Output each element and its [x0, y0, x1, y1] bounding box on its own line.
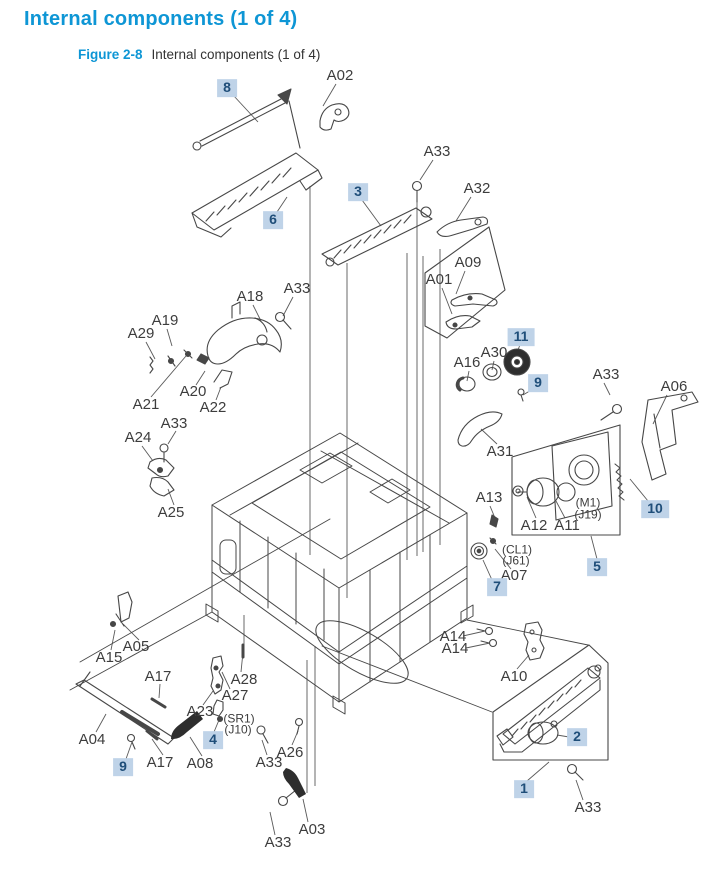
part-label-a33: A33 [283, 280, 311, 298]
chassis [205, 432, 474, 715]
part-label-j10: (J10) [224, 722, 252, 737]
part-label-a33: A33 [255, 754, 283, 772]
part-label-a15: A15 [95, 649, 123, 667]
item-callout-8: 8 [217, 79, 237, 97]
part-label-a13: A13 [475, 489, 503, 507]
item-callout-9: 9 [113, 758, 133, 776]
part-label-a33: A33 [264, 834, 292, 852]
figure-number: Figure 2-8 [78, 47, 143, 62]
part-label-a26: A26 [276, 744, 304, 762]
part-label-a20: A20 [179, 383, 207, 401]
page-title: Internal components (1 of 4) [24, 8, 298, 30]
part-label-a22: A22 [199, 399, 227, 417]
part-a04-strip [75, 671, 203, 745]
detail-box-a [424, 226, 506, 339]
part-a06 [614, 391, 699, 501]
part-label-a18: A18 [236, 288, 264, 306]
part-label-a06: A06 [660, 378, 688, 396]
part-label-a12: A12 [520, 517, 548, 535]
part-label-a31: A31 [486, 443, 514, 461]
part-a02 [319, 103, 350, 131]
part-label-a33: A33 [592, 366, 620, 384]
part-7-clutch [470, 537, 497, 560]
part-label-a33: A33 [574, 799, 602, 817]
item-callout-2: 2 [567, 728, 587, 746]
item-callout-7: 7 [487, 578, 507, 596]
part-8-rod [192, 88, 301, 151]
item-callout-6: 6 [263, 211, 283, 229]
item-callout-1: 1 [514, 780, 534, 798]
line-art [69, 88, 699, 807]
part-label-a16: A16 [453, 354, 481, 372]
part-label-a24: A24 [124, 429, 152, 447]
part-label-a33: A33 [160, 415, 188, 433]
part-label-a14: A14 [439, 628, 467, 646]
part-label-a08: A08 [186, 755, 214, 773]
part-label-a21: A21 [132, 396, 160, 414]
part-label-a32: A32 [463, 180, 491, 198]
part-a32 [436, 216, 489, 238]
part-label-a04: A04 [78, 731, 106, 749]
part-label-a23: A23 [186, 703, 214, 721]
part-a10 [523, 621, 545, 661]
part-label-a17: A17 [144, 668, 172, 686]
part-label-a11: A11 [554, 517, 580, 535]
part-label-j61: (J61) [502, 553, 530, 568]
part-label-m1: (M1) [575, 495, 601, 510]
part-label-a14: A14 [441, 640, 469, 658]
part-label-a10: A10 [500, 668, 528, 686]
item-callout-4: 4 [203, 731, 223, 749]
part-label-a29: A29 [127, 325, 155, 343]
part-a18-arm [149, 301, 282, 389]
part-a03 [283, 768, 306, 798]
detail-box-b-motor [489, 424, 621, 536]
item-callout-11: 11 [507, 328, 535, 346]
part-a05-a15 [109, 591, 133, 628]
part-a24-a25 [147, 457, 175, 497]
part-label-a19: A19 [151, 312, 179, 330]
part-label-a28: A28 [230, 671, 258, 689]
part-label-a30: A30 [480, 344, 508, 362]
item-callout-3: 3 [348, 183, 368, 201]
part-label-a33: A33 [423, 143, 451, 161]
part-6-tray [191, 152, 323, 238]
part-label-a25: A25 [157, 504, 185, 522]
part-label-a02: A02 [326, 67, 354, 85]
figure-caption-text: Internal components (1 of 4) [151, 47, 321, 62]
detail-box-c-pickup [492, 644, 609, 761]
item-callout-9: 9 [528, 374, 548, 392]
item-callout-5: 5 [587, 558, 607, 576]
screw-icons [126, 180, 623, 807]
part-label-cl1: (CL1) [501, 542, 533, 557]
part-label-j19: (J19) [574, 507, 602, 522]
figure-caption: Figure 2-8 Internal components (1 of 4) [78, 47, 320, 62]
item-callout-10: 10 [641, 500, 669, 518]
part-a23-cluster [210, 643, 245, 723]
part-label-a27: A27 [221, 687, 249, 705]
part-label-sr1: (SR1) [223, 711, 255, 726]
base-panel-lines [69, 518, 589, 713]
part-label-a01: A01 [425, 271, 453, 289]
part-label-a07: A07 [500, 567, 528, 585]
part-label-a17: A17 [146, 754, 174, 772]
part-label-a09: A09 [454, 254, 482, 272]
part-label-a03: A03 [298, 821, 326, 839]
part-label-a05: A05 [122, 638, 150, 656]
part-3-guide [321, 206, 433, 267]
part-11-wheels [455, 348, 531, 447]
